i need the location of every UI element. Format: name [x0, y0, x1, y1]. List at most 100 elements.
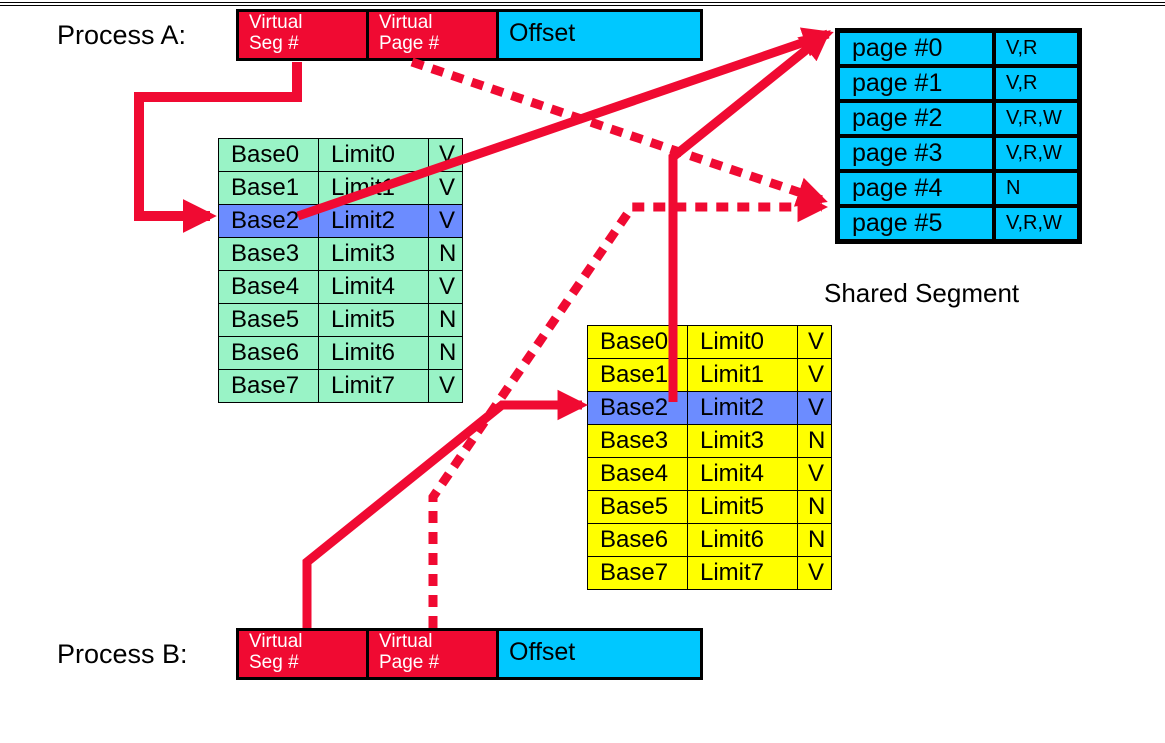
page-number-cell: page #5: [838, 206, 994, 241]
page-flags-cell: V,R,W: [994, 206, 1079, 241]
seg-a-valid-cell: N: [428, 336, 463, 370]
seg-b-valid-cell: N: [797, 490, 832, 524]
seg-b-valid-cell: V: [797, 325, 832, 359]
process-b-seg-line1: Virtual: [249, 631, 303, 652]
process-b-page-line2: Page #: [379, 652, 440, 673]
seg-a-limit-cell: Limit0: [318, 138, 429, 172]
page-number-cell: page #0: [838, 31, 994, 66]
seg-b-valid-cell: V: [797, 391, 832, 425]
process-a-address: Virtual Seg # Virtual Page # Offset: [236, 9, 703, 61]
seg-a-base-cell: Base5: [218, 303, 319, 337]
seg-a-base-cell: Base7: [218, 369, 319, 403]
seg-b-base-cell: Base0: [587, 325, 688, 359]
seg-a-base-cell: Base0: [218, 138, 319, 172]
process-b-seg-line2: Seg #: [249, 652, 299, 673]
process-a-seg-line1: Virtual: [249, 12, 303, 33]
process-a-virtual-seg: Virtual Seg #: [239, 12, 369, 58]
seg-a-valid-cell: V: [428, 204, 463, 238]
seg-a-base-cell: Base4: [218, 270, 319, 304]
seg-b-limit-cell: Limit4: [687, 457, 798, 491]
seg-a-limit-cell: Limit2: [318, 204, 429, 238]
page-number-cell: page #1: [838, 66, 994, 101]
process-b-page-line1: Virtual: [379, 631, 433, 652]
seg-a-base-cell: Base3: [218, 237, 319, 271]
seg-b-base-cell: Base6: [587, 523, 688, 557]
seg-b-limit-cell: Limit0: [687, 325, 798, 359]
seg-a-valid-cell: V: [428, 138, 463, 172]
shared-segment-caption: Shared Segment: [824, 278, 1020, 308]
seg-b-base-cell: Base5: [587, 490, 688, 524]
seg-b-limit-cell: Limit1: [687, 358, 798, 392]
seg-a-base-cell: Base2: [218, 204, 319, 238]
process-a-offset: Offset: [499, 12, 700, 58]
seg-b-base-cell: Base3: [587, 424, 688, 458]
page-number-cell: page #2: [838, 101, 994, 136]
seg-b-base-cell: Base1: [587, 358, 688, 392]
arrow-a-page-to-page4: [410, 57, 828, 207]
process-b-offset: Offset: [499, 631, 700, 677]
seg-a-valid-cell: V: [428, 171, 463, 205]
process-a-seg-line2: Seg #: [249, 33, 299, 54]
seg-b-valid-cell: V: [797, 556, 832, 590]
seg-a-valid-cell: V: [428, 270, 463, 304]
process-b-virtual-page: Virtual Page #: [369, 631, 499, 677]
seg-b-base-cell: Base7: [587, 556, 688, 590]
seg-b-valid-cell: N: [797, 424, 832, 458]
process-b-label: Process B:: [57, 639, 188, 669]
arrow-b-seg-to-table: [302, 389, 589, 628]
process-a-page-line1: Virtual: [379, 12, 433, 33]
seg-a-limit-cell: Limit5: [318, 303, 429, 337]
page-flags-cell: V,R: [994, 31, 1079, 66]
seg-a-limit-cell: Limit7: [318, 369, 429, 403]
seg-b-limit-cell: Limit7: [687, 556, 798, 590]
page-flags-cell: V,R: [994, 66, 1079, 101]
page-number-cell: page #4: [838, 171, 994, 206]
process-b-virtual-seg: Virtual Seg #: [239, 631, 369, 677]
page-flags-cell: N: [994, 171, 1079, 206]
seg-b-base-cell: Base4: [587, 457, 688, 491]
top-rule: [0, 2, 1165, 3]
process-a-virtual-page: Virtual Page #: [369, 12, 499, 58]
process-b-address: Virtual Seg # Virtual Page # Offset: [236, 628, 703, 680]
seg-a-base-cell: Base1: [218, 171, 319, 205]
seg-a-base-cell: Base6: [218, 336, 319, 370]
seg-a-limit-cell: Limit6: [318, 336, 429, 370]
page-flags-cell: V,R,W: [994, 136, 1079, 171]
seg-a-limit-cell: Limit1: [318, 171, 429, 205]
seg-a-valid-cell: V: [428, 369, 463, 403]
seg-b-valid-cell: N: [797, 523, 832, 557]
process-a-label: Process A:: [57, 20, 187, 50]
seg-b-base-cell: Base2: [587, 391, 688, 425]
seg-a-limit-cell: Limit3: [318, 237, 429, 271]
page-number-cell: page #3: [838, 136, 994, 171]
page-flags-cell: V,R,W: [994, 101, 1079, 136]
seg-b-limit-cell: Limit2: [687, 391, 798, 425]
seg-b-limit-cell: Limit3: [687, 424, 798, 458]
seg-b-valid-cell: V: [797, 457, 832, 491]
seg-a-limit-cell: Limit4: [318, 270, 429, 304]
seg-a-valid-cell: N: [428, 237, 463, 271]
